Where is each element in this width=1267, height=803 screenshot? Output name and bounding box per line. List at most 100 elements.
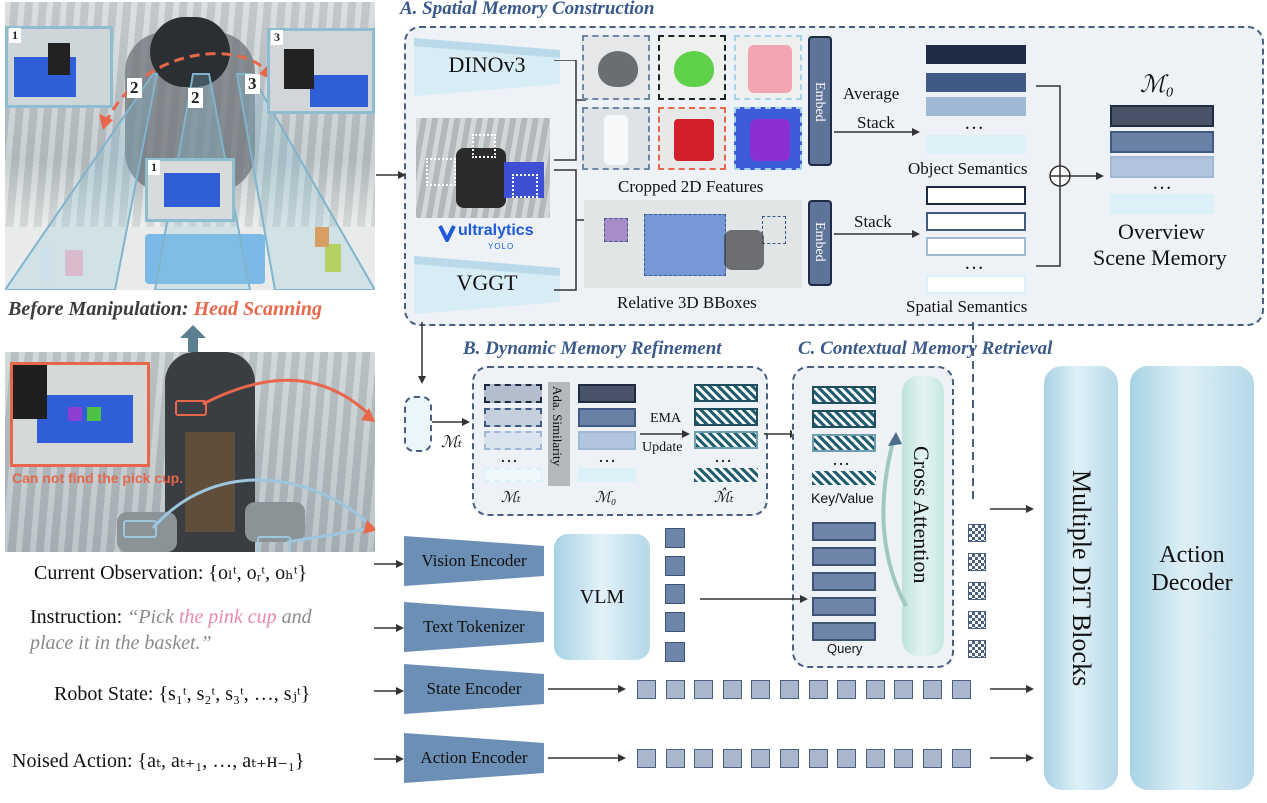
- ada-similarity-label: Ada. Similarity: [550, 386, 565, 467]
- action-encoder-label: Action Encoder: [420, 748, 528, 767]
- kv-dots: …: [832, 449, 850, 469]
- view-label-1b: 2: [188, 88, 203, 108]
- retrieved-token: [968, 524, 986, 542]
- mt-bar: [484, 384, 542, 403]
- state-to-dit-arrow: [990, 685, 1034, 693]
- embed-box-bottom: Embed: [808, 200, 832, 286]
- mt-dots: …: [500, 446, 518, 466]
- instruction-quote-a: “Pick: [127, 606, 179, 628]
- token-square: [637, 680, 656, 699]
- token-square: [923, 680, 942, 699]
- vision-encoder: Vision Encoder: [404, 536, 544, 586]
- vlm-token: [665, 642, 685, 662]
- m0-bar: [1110, 156, 1214, 178]
- token-square: [751, 680, 771, 699]
- query-bar: [812, 572, 876, 591]
- m0-bar: [1110, 131, 1214, 153]
- merge-connector: [1036, 85, 1104, 267]
- token-square: [837, 680, 857, 699]
- obj-sem-bar: [926, 97, 1026, 116]
- m0-bar: [1110, 105, 1214, 127]
- vision-encoder-label: Vision Encoder: [421, 551, 527, 570]
- m0-label: ℳ₀: [1140, 72, 1175, 98]
- scan-caption-prefix: Before Manipulation:: [8, 298, 189, 320]
- noised-action-label: Noised Action: {aₜ, aₜ₊₁, …, aₜ₊ʜ₋₁}: [12, 750, 305, 772]
- instruction-target: the pink cup: [178, 606, 277, 628]
- ema-arrow: [640, 430, 690, 438]
- vlm-token: [665, 528, 685, 548]
- cross-attention-label: Cross Attention: [909, 446, 934, 584]
- instruction-line2: place it in the basket.”: [30, 632, 212, 654]
- key-value-label: Key/Value: [811, 490, 874, 506]
- section-b-title: B. Dynamic Memory Refinement: [463, 338, 722, 359]
- m0-bar: [1110, 194, 1214, 214]
- current-observation-label: Current Observation: {oₗᵗ, oᵣᵗ, oₕᵗ}: [34, 562, 308, 584]
- view-label-2b: 2: [127, 78, 142, 98]
- token-square: [780, 680, 799, 699]
- obj-sem-bar: [926, 73, 1026, 92]
- instruction-label: Instruction: “Pick the pink cup and: [30, 606, 312, 629]
- manipulation-photo: Can not find the pick cup.: [5, 352, 375, 552]
- query-label: Query: [827, 641, 863, 656]
- mt-bar: [484, 468, 542, 482]
- cropped-features-label: Cropped 2D Features: [618, 177, 764, 196]
- mt-hat-label: ℳ̂ₜ: [714, 490, 734, 506]
- token-square: [894, 680, 914, 699]
- spa-sem-bar: [926, 275, 1026, 294]
- state-arrow: [548, 685, 626, 693]
- action-to-dit-arrow: [990, 754, 1034, 762]
- m0-dots: …: [1152, 172, 1172, 194]
- token-square: [694, 749, 714, 768]
- query-bar: [812, 547, 876, 566]
- up-arrow-icon: [180, 325, 206, 353]
- semantic-arrows: [834, 128, 920, 238]
- m0-refine-bar: [578, 431, 636, 450]
- stack-label-bottom: Stack: [854, 212, 892, 231]
- vlm-label: VLM: [579, 586, 625, 608]
- embed-label-bottom: Embed: [812, 222, 827, 262]
- detected-scene-image: [416, 118, 550, 218]
- m0-refine-label: ℳ₀: [595, 490, 617, 506]
- retrieved-token: [968, 553, 986, 571]
- token-square: [808, 749, 828, 768]
- attention-curve: [881, 432, 908, 607]
- token-square: [722, 749, 742, 768]
- object-semantics-label: Object Semantics: [908, 159, 1028, 178]
- kv-bar: [812, 434, 876, 452]
- token-square: [951, 749, 971, 768]
- mt-input-label: ℳₜ: [441, 434, 463, 451]
- decoder-label-2: Decoder: [1151, 570, 1233, 596]
- token-square: [637, 749, 656, 768]
- vlm-to-query-arrow: [700, 595, 808, 603]
- vggt-label: VGGT: [456, 270, 518, 295]
- instruction-quote-b: and: [276, 606, 312, 628]
- spa-sem-bar: [926, 237, 1026, 256]
- embed-box-top: Embed: [808, 36, 832, 166]
- query-bar: [812, 597, 876, 616]
- mt-hat-bar: [694, 468, 758, 482]
- kv-bar: [812, 410, 876, 428]
- scan-view-1: [145, 158, 235, 222]
- decoder-label-1: Action: [1159, 542, 1225, 568]
- retrieval-to-dit-arrow: [990, 505, 1034, 513]
- ema-label: EMA: [650, 411, 682, 426]
- token-square: [694, 680, 714, 699]
- head-scanning-photo: 1 3 1 2 2 3: [5, 2, 375, 290]
- kv-bar: [812, 471, 876, 485]
- mt-bar: [484, 408, 542, 427]
- token-square: [808, 680, 828, 699]
- cropped-features: [582, 35, 802, 170]
- obj-sem-dots: …: [964, 112, 984, 134]
- action-arrow: [548, 754, 626, 762]
- view-label-3a: 3: [271, 30, 283, 45]
- robot-state-label: Robot State: {s₁ᵗ, s₂ᵗ, s₃ᵗ, …, sⱼᵗ}: [54, 683, 311, 705]
- token-square: [837, 749, 857, 768]
- mt-label: ℳₜ: [501, 490, 521, 506]
- m0-refine-bar: [578, 384, 636, 403]
- token-square: [865, 680, 885, 699]
- dit-blocks: Multiple DiT Blocks: [1044, 366, 1118, 790]
- vlm-token: [665, 612, 685, 632]
- obj-sem-bar: [926, 45, 1026, 64]
- failure-text: Can not find the pick cup.: [12, 470, 184, 486]
- overview-label-2: Scene Memory: [1093, 245, 1227, 270]
